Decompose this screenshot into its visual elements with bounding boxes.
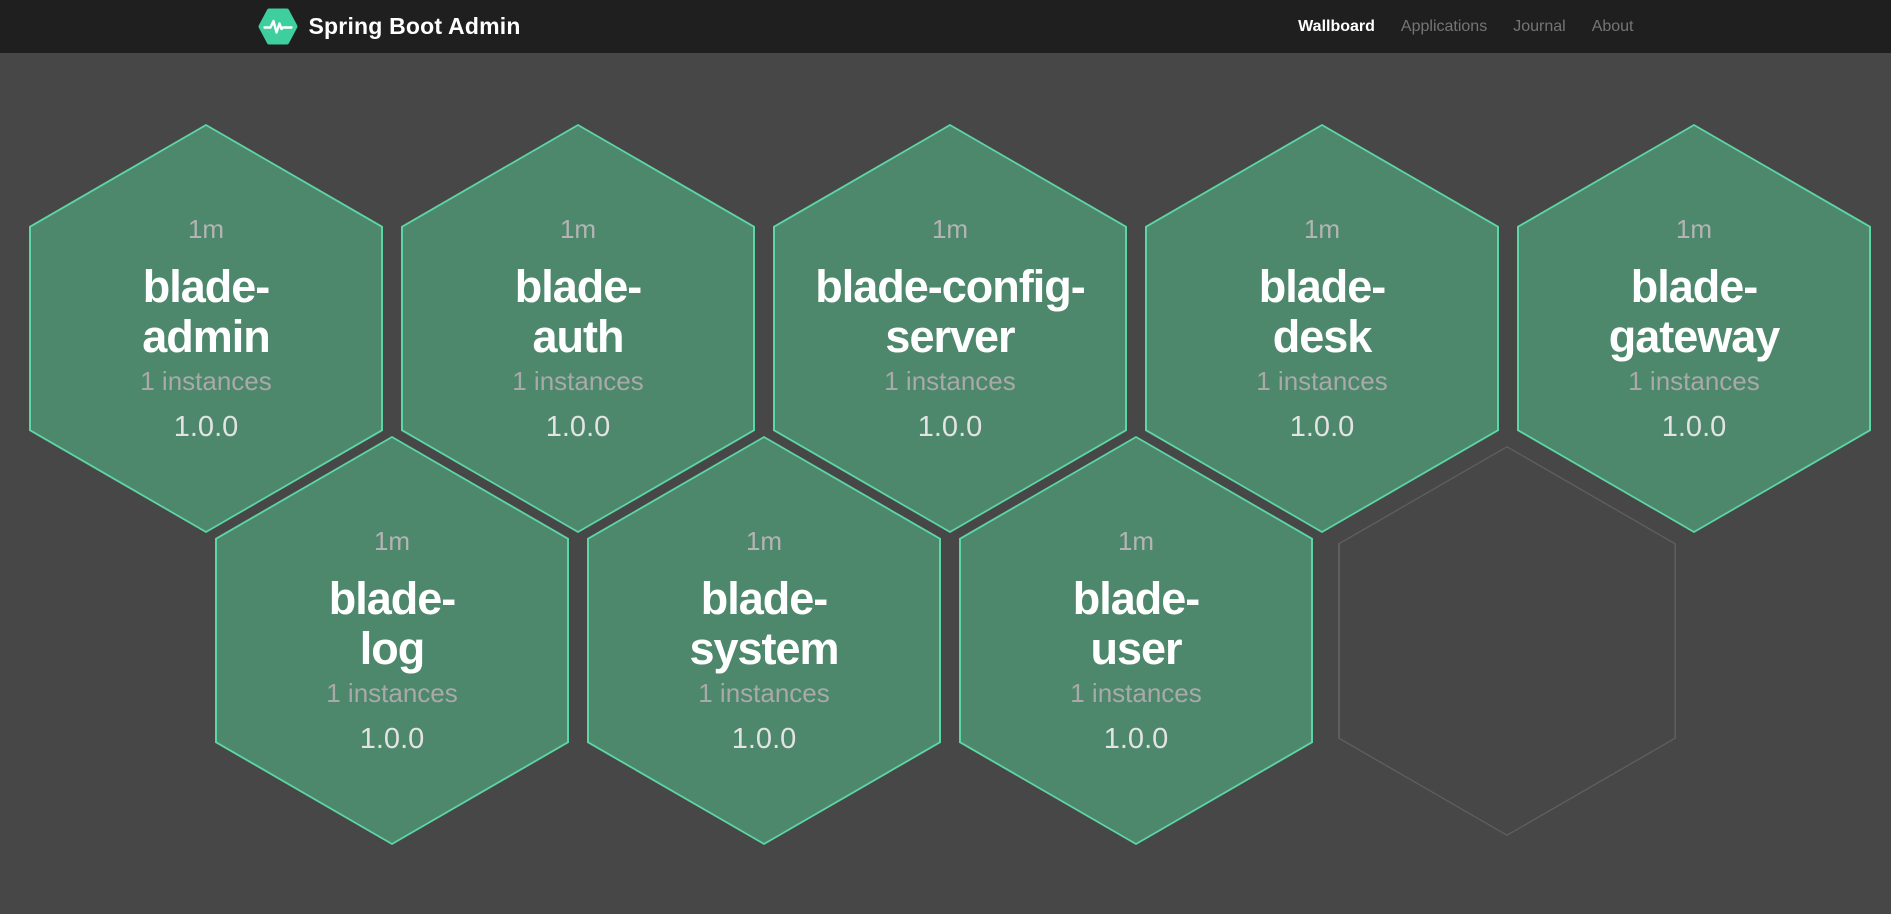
- application-instances: 1 instances: [512, 365, 644, 396]
- application-instances: 1 instances: [1628, 365, 1760, 396]
- nav-item-journal[interactable]: Journal: [1513, 17, 1566, 35]
- application-instances: 1 instances: [1256, 365, 1388, 396]
- application-name: blade-config- server: [815, 260, 1085, 362]
- application-instances: 1 instances: [326, 677, 458, 708]
- application-uptime: 1m: [1117, 525, 1155, 556]
- application-version: 1.0.0: [917, 410, 983, 443]
- application-name-line: blade-: [1072, 572, 1201, 624]
- application-hexagon-blade-config-server[interactable]: 1m blade-config- server 1 instances 1.0.…: [773, 124, 1127, 533]
- hexagon-content: 1m blade- admin 1 instances 1.0.0: [29, 124, 383, 533]
- application-instances: 1 instances: [884, 365, 1016, 396]
- application-name: blade- admin: [142, 260, 271, 362]
- application-hexagon-blade-user[interactable]: 1m blade- user 1 instances 1.0.0: [959, 436, 1313, 845]
- hexagon-content: 1m blade-config- server 1 instances 1.0.…: [773, 124, 1127, 533]
- application-name: blade- auth: [514, 260, 643, 362]
- hexagon-fill: [217, 438, 567, 843]
- application-name-line: blade-: [1258, 260, 1387, 312]
- application-version: 1.0.0: [545, 410, 611, 443]
- hexagon-fill: [1519, 126, 1869, 531]
- application-name: blade- gateway: [1608, 260, 1781, 362]
- application-name-line: blade-: [1630, 260, 1759, 312]
- brand-title: Spring Boot Admin: [308, 13, 521, 39]
- application-uptime: 1m: [373, 525, 411, 556]
- application-name-line: server: [885, 310, 1015, 362]
- application-name-line: auth: [532, 310, 625, 362]
- application-name-line: blade-: [142, 260, 271, 312]
- application-instances: 1 instances: [140, 365, 272, 396]
- application-name-line: blade-: [514, 260, 643, 312]
- application-instances: 1 instances: [1070, 677, 1202, 708]
- application-name-line: gateway: [1608, 310, 1781, 362]
- nav-links: Wallboard Applications Journal About: [1298, 18, 1633, 36]
- spring-boot-admin-logo-icon: [258, 8, 298, 45]
- hexagon-content: 1m blade- gateway 1 instances 1.0.0: [1517, 124, 1871, 533]
- application-hexagon-blade-desk[interactable]: 1m blade- desk 1 instances 1.0.0: [1145, 124, 1499, 533]
- application-name-line: user: [1090, 622, 1182, 674]
- application-hexagon-blade-system[interactable]: 1m blade- system 1 instances 1.0.0: [587, 436, 941, 845]
- application-version: 1.0.0: [173, 410, 239, 443]
- application-name: blade- system: [689, 572, 839, 674]
- application-instances: 1 instances: [698, 677, 830, 708]
- application-version: 1.0.0: [731, 722, 797, 755]
- nav-item-wallboard[interactable]: Wallboard: [1298, 17, 1375, 35]
- application-hexagon-blade-gateway[interactable]: 1m blade- gateway 1 instances 1.0.0: [1517, 124, 1871, 533]
- application-version: 1.0.0: [359, 722, 425, 755]
- hexagon-fill: [1339, 447, 1675, 835]
- application-name: blade- desk: [1258, 260, 1387, 362]
- hexagon-content: 1m blade- log 1 instances 1.0.0: [215, 436, 569, 845]
- application-name-line: admin: [142, 310, 271, 362]
- application-name-line: blade-config-: [815, 260, 1085, 312]
- application-name-line: system: [689, 622, 839, 674]
- application-version: 1.0.0: [1661, 410, 1727, 443]
- application-name: blade- log: [328, 572, 457, 674]
- application-uptime: 1m: [931, 213, 969, 244]
- nav-item-applications[interactable]: Applications: [1400, 17, 1488, 35]
- empty-hexagon-placeholder: [1338, 446, 1676, 836]
- hexagon-content: 1m blade- system 1 instances 1.0.0: [587, 436, 941, 845]
- navbar-container: Spring Boot Admin Wallboard Applications…: [258, 0, 1634, 53]
- application-name-line: blade-: [700, 572, 829, 624]
- application-uptime: 1m: [559, 213, 597, 244]
- application-name: blade- user: [1072, 572, 1201, 674]
- application-uptime: 1m: [1303, 213, 1341, 244]
- hexagon-content: 1m blade- user 1 instances 1.0.0: [959, 436, 1313, 845]
- hexagon-content: 1m blade- auth 1 instances 1.0.0: [401, 124, 755, 533]
- application-uptime: 1m: [745, 525, 783, 556]
- brand[interactable]: Spring Boot Admin: [258, 8, 521, 45]
- application-name-line: blade-: [328, 572, 457, 624]
- application-hexagon-blade-admin[interactable]: 1m blade- admin 1 instances 1.0.0: [29, 124, 383, 533]
- application-hexagon-blade-auth[interactable]: 1m blade- auth 1 instances 1.0.0: [401, 124, 755, 533]
- nav-item-about[interactable]: About: [1591, 17, 1634, 35]
- hexagon-fill: [31, 126, 381, 531]
- hexagon-content: 1m blade- desk 1 instances 1.0.0: [1145, 124, 1499, 533]
- application-version: 1.0.0: [1289, 410, 1355, 443]
- application-uptime: 1m: [187, 213, 225, 244]
- application-hexagon-blade-log[interactable]: 1m blade- log 1 instances 1.0.0: [215, 436, 569, 845]
- application-name-line: desk: [1272, 310, 1373, 362]
- application-name-line: log: [359, 622, 425, 674]
- application-version: 1.0.0: [1103, 722, 1169, 755]
- hexagon-fill: [1147, 126, 1497, 531]
- application-uptime: 1m: [1675, 213, 1713, 244]
- navbar: Spring Boot Admin Wallboard Applications…: [0, 0, 1891, 53]
